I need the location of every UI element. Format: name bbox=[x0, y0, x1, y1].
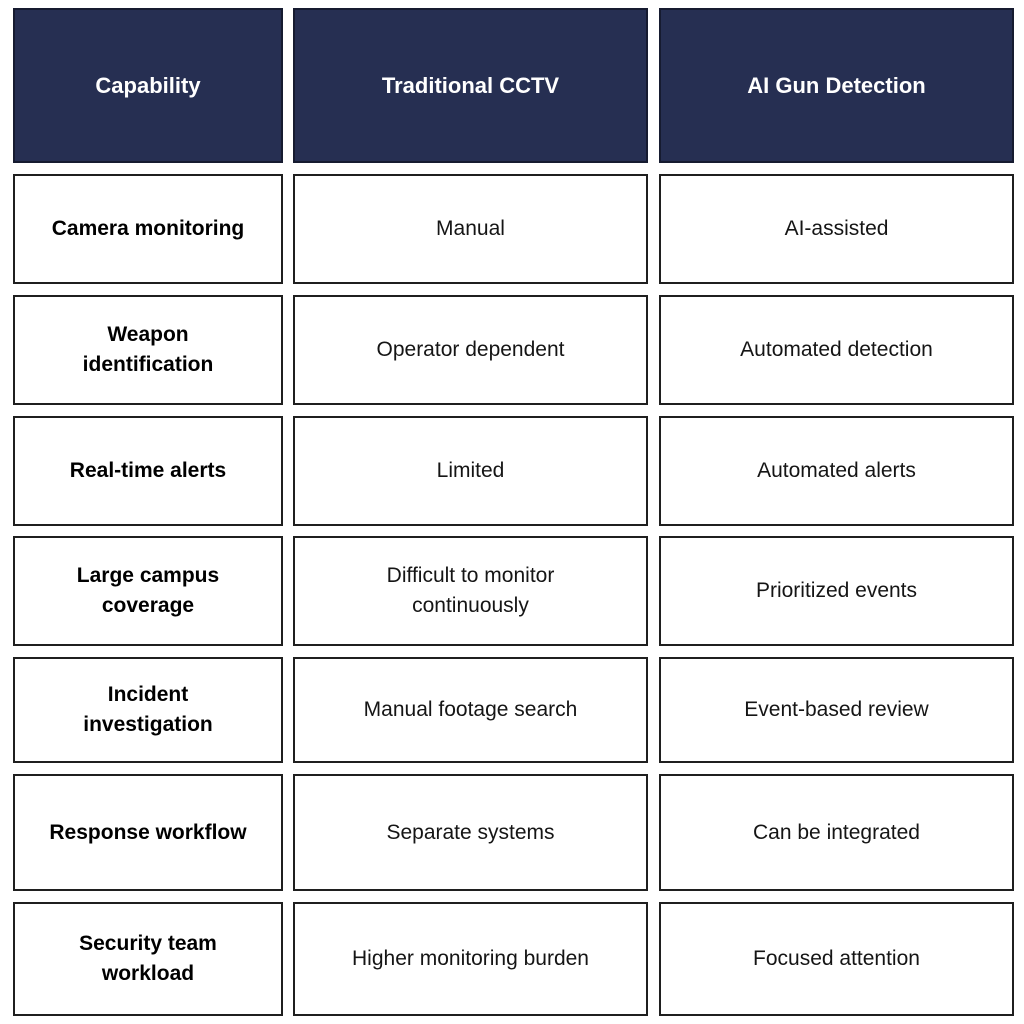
row-capability: Weapon identification bbox=[13, 295, 283, 405]
row-capability: Large campus coverage bbox=[13, 536, 283, 646]
row-capability: Camera monitoring bbox=[13, 174, 283, 284]
row-ai-value: Focused attention bbox=[659, 902, 1014, 1016]
row-traditional-value: Operator dependent bbox=[293, 295, 648, 405]
row-ai-value: Prioritized events bbox=[659, 536, 1014, 646]
row-capability: Security team workload bbox=[13, 902, 283, 1016]
row-ai-value: Can be integrated bbox=[659, 774, 1014, 891]
row-traditional-value: Higher monitoring burden bbox=[293, 902, 648, 1016]
row-traditional-value: Manual bbox=[293, 174, 648, 284]
row-ai-value: Event-based review bbox=[659, 657, 1014, 763]
row-traditional-value: Difficult to monitor continuously bbox=[293, 536, 648, 646]
row-traditional-value: Manual footage search bbox=[293, 657, 648, 763]
header-traditional-cctv: Traditional CCTV bbox=[293, 8, 648, 163]
row-ai-value: Automated alerts bbox=[659, 416, 1014, 526]
row-capability: Response workflow bbox=[13, 774, 283, 891]
header-ai-gun-detection: AI Gun Detection bbox=[659, 8, 1014, 163]
header-capability: Capability bbox=[13, 8, 283, 163]
row-ai-value: AI-assisted bbox=[659, 174, 1014, 284]
row-capability: Incident investigation bbox=[13, 657, 283, 763]
row-capability: Real-time alerts bbox=[13, 416, 283, 526]
row-traditional-value: Separate systems bbox=[293, 774, 648, 891]
row-traditional-value: Limited bbox=[293, 416, 648, 526]
row-ai-value: Automated detection bbox=[659, 295, 1014, 405]
